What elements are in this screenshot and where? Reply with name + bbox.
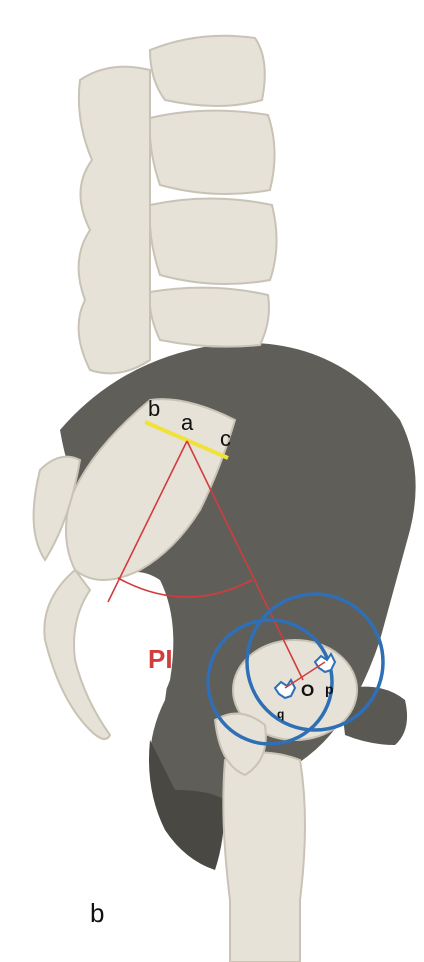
posterior-elements [79,67,150,374]
vertebra-l1 [150,36,265,106]
femoral-shaft [223,753,305,962]
endplate-label-b: b [148,396,160,421]
vertebra-l4 [150,288,269,347]
vertebra-l2 [150,111,275,194]
hip-center-label-o: O [301,681,314,700]
point-label-q: q [277,707,284,721]
pi-angle-label: PI [148,644,173,674]
vertebra-l3 [150,199,277,285]
endplate-label-a: a [181,410,194,435]
endplate-label-c: c [220,426,231,451]
lumbar-spine [79,36,277,374]
point-label-p: p [325,681,334,697]
sciatic-notch [100,572,173,703]
coccyx [44,570,110,739]
panel-letter: b [90,898,104,928]
